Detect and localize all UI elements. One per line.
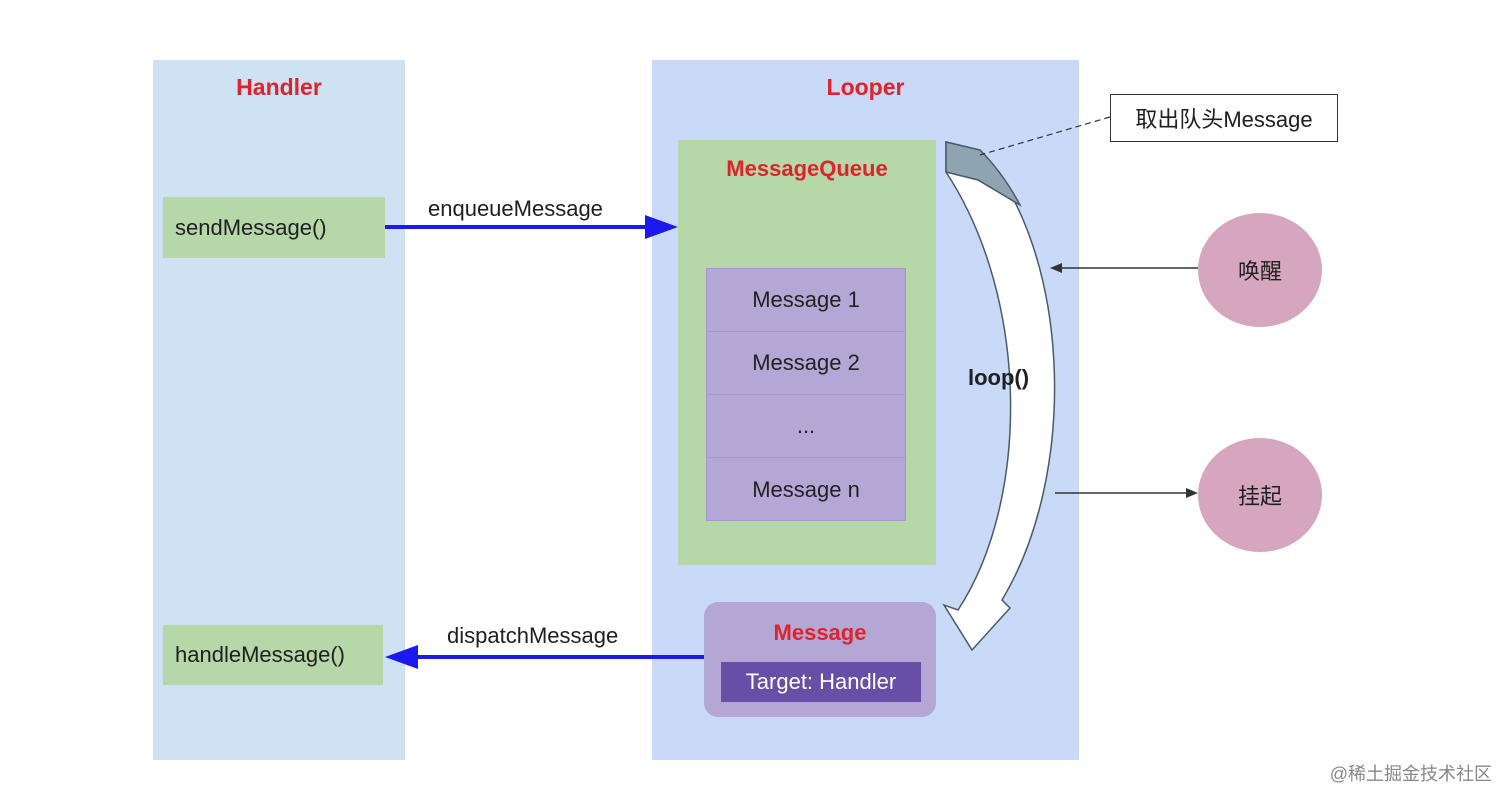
- loop-arrow: [942, 141, 1056, 652]
- handle-message-box: handleMessage(): [163, 625, 383, 685]
- wake-arrowhead: [1050, 263, 1062, 273]
- message-queue-title: MessageQueue: [726, 156, 888, 181]
- dequeue-callout: 取出队头Message: [1110, 94, 1338, 142]
- message-target: Target: Handler: [721, 662, 921, 702]
- suspend-state: 挂起: [1198, 438, 1322, 552]
- enqueue-label: enqueueMessage: [428, 196, 603, 221]
- message-list: Message 1 Message 2 ... Message n: [706, 268, 906, 521]
- watermark: @稀土掘金技术社区: [1329, 764, 1492, 784]
- loop-arrow-head-fill: [945, 141, 1022, 208]
- message-card-title: Message: [773, 620, 867, 645]
- handler-title: Handler: [236, 74, 322, 100]
- enqueue-arrowhead: [645, 215, 678, 239]
- message-item: Message 1: [707, 269, 905, 332]
- message-card: Message Target: Handler: [704, 602, 936, 717]
- message-item: Message n: [752, 476, 860, 502]
- dispatch-arrowhead: [385, 645, 418, 669]
- message-item: Message 2: [707, 332, 905, 395]
- callout-leader: [979, 116, 1111, 156]
- suspend-arrowhead: [1186, 488, 1198, 498]
- send-message-box: sendMessage(): [163, 197, 385, 258]
- loop-label: loop(): [968, 365, 1030, 390]
- looper-title: Looper: [826, 74, 905, 100]
- wake-state: 唤醒: [1198, 213, 1322, 327]
- dispatch-label: dispatchMessage: [447, 623, 619, 648]
- message-item-ellipsis: ...: [707, 395, 905, 458]
